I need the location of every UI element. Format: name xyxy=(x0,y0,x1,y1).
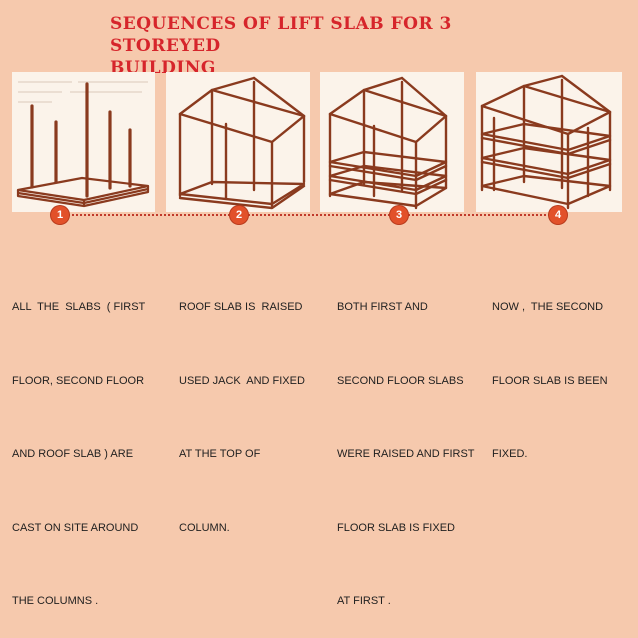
step-2-line: ROOF SLAB IS RAISED xyxy=(179,301,303,313)
step-badge-1: 1 xyxy=(51,206,69,224)
step-4-line: FIXED. xyxy=(492,448,528,460)
title-line-1: Sequences of lift slab for 3 storeyed xyxy=(110,14,452,56)
step-4-description: NOW , THE SECOND FLOOR SLAB IS BEEN FIXE… xyxy=(492,246,608,491)
step-4-line: FLOOR SLAB IS BEEN xyxy=(492,374,608,387)
step-2-line: COLUMN. xyxy=(179,521,230,534)
step-3-line: WERE RAISED AND FIRST xyxy=(337,448,475,460)
step-1-line: FLOOR, SECOND FLOOR xyxy=(12,374,145,387)
step-1-sketch xyxy=(16,81,150,208)
step-1-line: THE COLUMNS . xyxy=(12,595,99,607)
step-2-line: AT THE TOP OF xyxy=(179,448,261,460)
step-1-description: ALL THE SLABS ( FIRST FLOOR, SECOND FLOO… xyxy=(12,246,145,638)
step-2-description: ROOF SLAB IS RAISED USED JACK AND FIXED … xyxy=(179,246,305,565)
step-badge-2: 2 xyxy=(230,206,248,224)
step-4-sketch xyxy=(480,74,612,210)
step-1-line: AND ROOF SLAB ) ARE xyxy=(12,448,134,460)
step-4-line: NOW , THE SECOND xyxy=(492,301,604,313)
step-timeline xyxy=(60,214,558,216)
step-3-description: BOTH FIRST AND SECOND FLOOR SLABS WERE R… xyxy=(337,246,475,638)
step-3-sketch xyxy=(328,76,448,210)
step-3-line: SECOND FLOOR SLABS xyxy=(337,374,464,387)
step-2-line: USED JACK AND FIXED xyxy=(179,374,305,387)
step-1-line: CAST ON SITE AROUND xyxy=(12,521,139,534)
diagram-panel-2 xyxy=(166,72,310,212)
step-3-line: BOTH FIRST AND xyxy=(337,301,428,313)
step-2-sketch xyxy=(178,76,306,210)
step-3-line: FLOOR SLAB IS FIXED xyxy=(337,521,455,534)
step-badge-3: 3 xyxy=(390,206,408,224)
diagram-panel-1 xyxy=(12,72,155,212)
step-badge-4: 4 xyxy=(549,206,567,224)
page-title: Sequences of lift slab for 3 storeyed bu… xyxy=(110,13,530,79)
step-1-line: ALL THE SLABS ( FIRST xyxy=(12,301,146,313)
step-3-line: AT FIRST . xyxy=(337,595,391,607)
diagram-panel-4 xyxy=(476,72,622,212)
diagram-panel-3 xyxy=(320,72,464,212)
